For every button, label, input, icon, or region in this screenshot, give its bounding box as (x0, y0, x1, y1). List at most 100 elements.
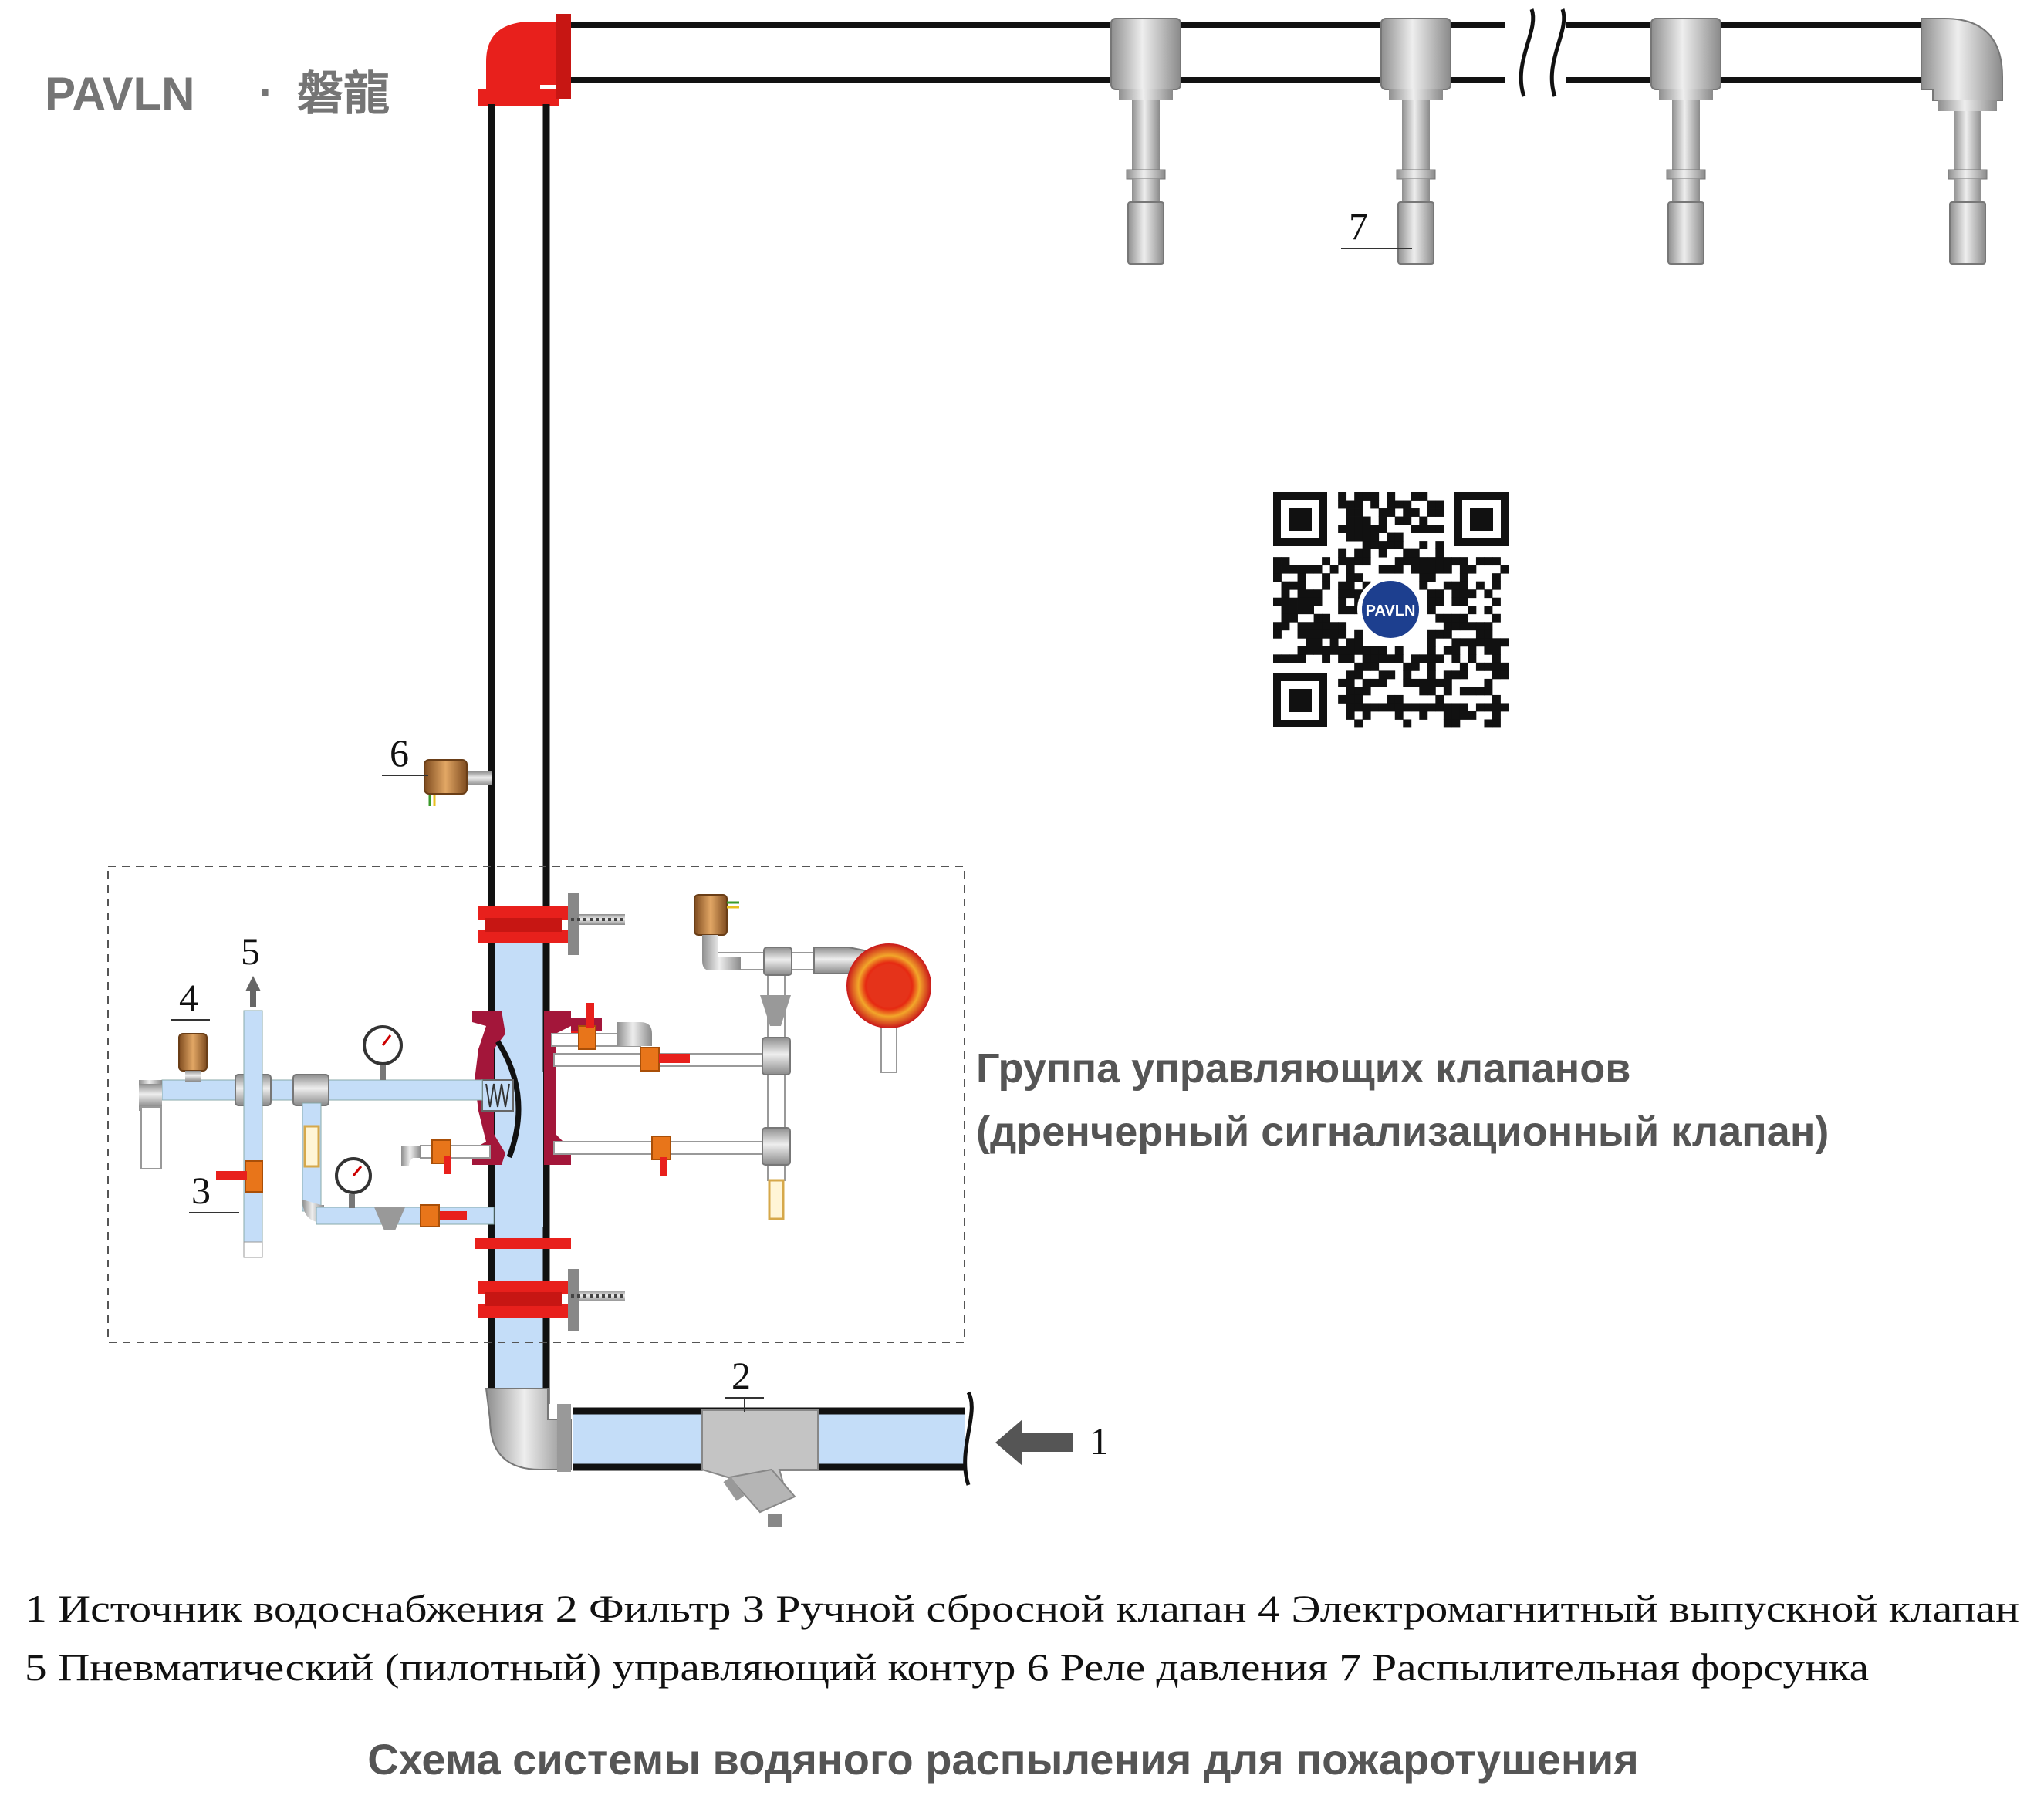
qr-module (1484, 638, 1493, 647)
qr-module (1354, 662, 1363, 671)
qr-module (1484, 687, 1493, 696)
qr-module (1427, 589, 1436, 599)
inflow-arrow-icon (995, 1419, 1073, 1466)
qr-module (1500, 565, 1509, 574)
qr-module (1427, 638, 1436, 647)
qr-module (1354, 719, 1363, 728)
qr-module (1435, 525, 1444, 533)
qr-module (1329, 622, 1339, 631)
qr-module (1443, 646, 1452, 655)
qr-module (1387, 703, 1396, 712)
qr-module (1370, 646, 1380, 655)
spray-nozzle-end-elbow (1921, 18, 2003, 265)
brand-logo: PAVLN · 磐龍 (45, 66, 390, 121)
manual-release-valve (216, 1160, 263, 1193)
qr-module (1370, 541, 1380, 550)
qr-module (1484, 703, 1493, 712)
qr-module (1394, 654, 1404, 663)
qr-module (1475, 629, 1485, 639)
qr-module (1313, 597, 1323, 606)
qr-module (1338, 548, 1347, 558)
qr-module (1378, 525, 1387, 533)
qr-module (1403, 678, 1412, 687)
qr-module (1346, 532, 1355, 542)
qr-module (1500, 662, 1509, 671)
qr-module (1492, 654, 1501, 663)
qr-module (1411, 548, 1420, 558)
qr-module (1313, 613, 1323, 623)
qr-module (1346, 710, 1355, 720)
qr-module (1475, 581, 1485, 590)
qr-module (1329, 629, 1339, 639)
callout-7: 7 (1341, 204, 1412, 249)
qr-module (1459, 703, 1468, 712)
group-title-line2: (дренчерный сигнализационный клапан) (976, 1109, 1829, 1155)
qr-module (1370, 662, 1380, 671)
qr-module (1500, 670, 1509, 680)
qr-module (1354, 694, 1363, 704)
qr-module (1468, 646, 1477, 655)
pilot-arrow-up-icon (245, 976, 261, 1007)
callout-6: 6 (382, 731, 428, 776)
qr-module (1362, 687, 1371, 696)
logo-latin: PAVLN (45, 68, 194, 120)
qr-module (1492, 670, 1501, 680)
callout-1: 1 (1090, 1419, 1109, 1463)
qr-module (1459, 573, 1468, 582)
qr-module (1419, 581, 1428, 590)
qr-module (1419, 687, 1428, 696)
qr-module (1281, 606, 1290, 615)
qr-module (1419, 678, 1428, 687)
qr-module (1346, 687, 1355, 696)
qr-module (1394, 710, 1404, 720)
qr-module (1484, 589, 1493, 599)
qr-module (1411, 557, 1420, 566)
qr-module (1411, 565, 1420, 574)
qr-module (1338, 654, 1347, 663)
qr-module (1346, 638, 1355, 647)
qr-module (1329, 646, 1339, 655)
qr-module (1492, 638, 1501, 647)
qr-module (1459, 662, 1468, 671)
svg-text:2: 2 (731, 1354, 751, 1397)
qr-module (1354, 638, 1363, 647)
qr-module (1346, 557, 1355, 566)
qr-module (1492, 710, 1501, 720)
qr-module (1459, 565, 1468, 574)
qr-module (1354, 532, 1363, 542)
qr-module (1387, 670, 1396, 680)
qr-module (1338, 678, 1347, 687)
qr-module (1362, 703, 1371, 712)
callout-2: 2 (725, 1354, 764, 1412)
qr-module (1492, 581, 1501, 590)
qr-module (1419, 565, 1428, 574)
qr-module (1313, 638, 1323, 647)
qr-module (1306, 622, 1314, 631)
qr-module (1435, 629, 1444, 639)
svg-text:1: 1 (1090, 1419, 1109, 1463)
qr-module (1354, 557, 1363, 566)
top-red-elbow (478, 14, 571, 106)
qr-module (1443, 613, 1452, 623)
qr-module (1289, 597, 1298, 606)
qr-module (1427, 678, 1436, 687)
qr-module (1427, 646, 1436, 655)
qr-module (1387, 654, 1396, 663)
qr-module (1492, 646, 1501, 655)
qr-module (1403, 670, 1412, 680)
qr-module (1459, 581, 1468, 590)
qr-module (1459, 613, 1468, 623)
qr-module (1346, 589, 1355, 599)
qr-module (1281, 654, 1290, 663)
qr-module (1484, 662, 1493, 671)
qr-module (1500, 638, 1509, 647)
qr-module (1378, 508, 1387, 517)
qr-module (1394, 694, 1404, 704)
qr-module (1411, 703, 1420, 712)
qr-module (1346, 581, 1355, 590)
qr-module (1338, 606, 1347, 615)
qr-module (1281, 613, 1290, 623)
qr-module (1394, 532, 1404, 542)
pressure-switch (424, 759, 492, 806)
qr-module (1484, 557, 1493, 566)
